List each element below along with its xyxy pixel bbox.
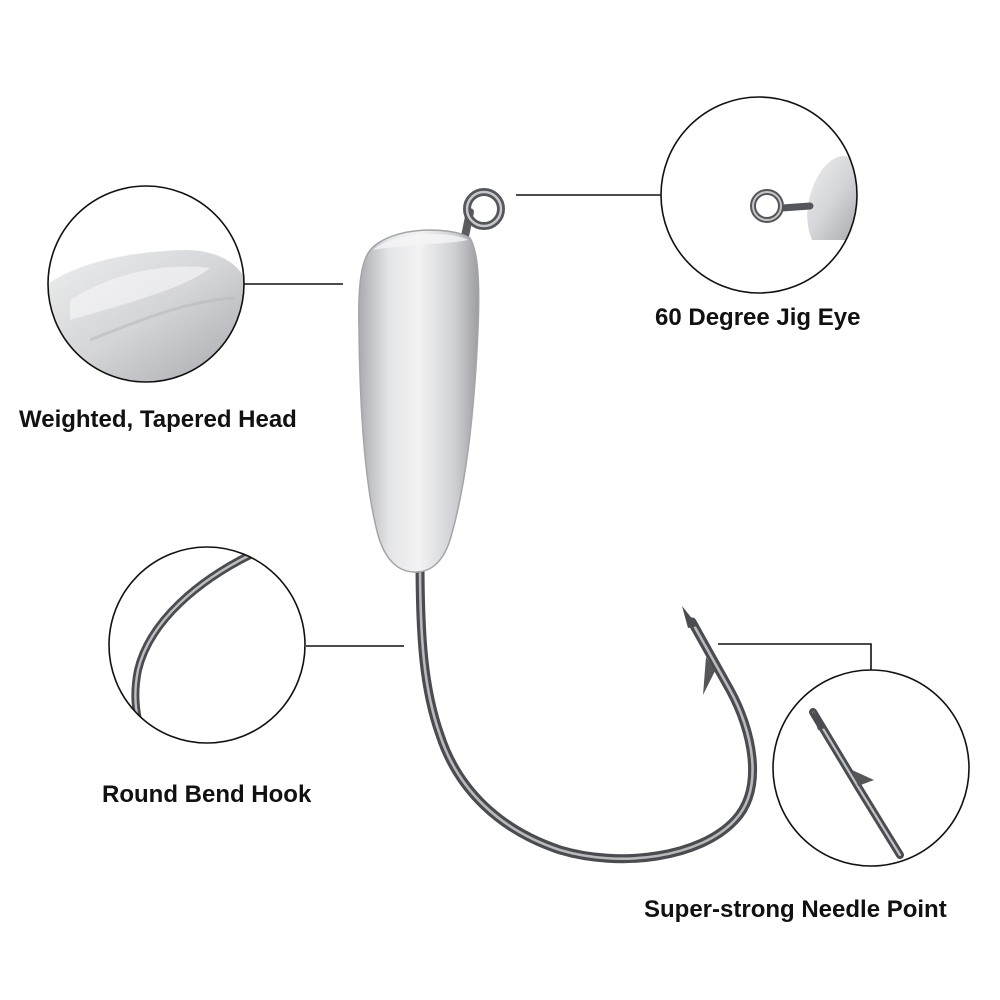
- connector-point: [718, 643, 872, 670]
- detail-circle-point: [772, 669, 970, 867]
- hook-wire: [415, 555, 757, 864]
- label-round-bend-hook: Round Bend Hook: [102, 781, 312, 808]
- label-jig-eye: 60 Degree Jig Eye: [655, 304, 861, 331]
- detail-circle-hook: [108, 546, 306, 744]
- lead-head: [358, 229, 480, 573]
- connector-lines: [244, 194, 872, 670]
- detail-circle-eye: [660, 96, 858, 294]
- label-needle-point: Super-strong Needle Point: [644, 896, 947, 923]
- detail-circle-head: [47, 185, 245, 383]
- label-weighted-tapered-head: Weighted, Tapered Head: [19, 406, 297, 433]
- jig-head-hook: [358, 188, 757, 864]
